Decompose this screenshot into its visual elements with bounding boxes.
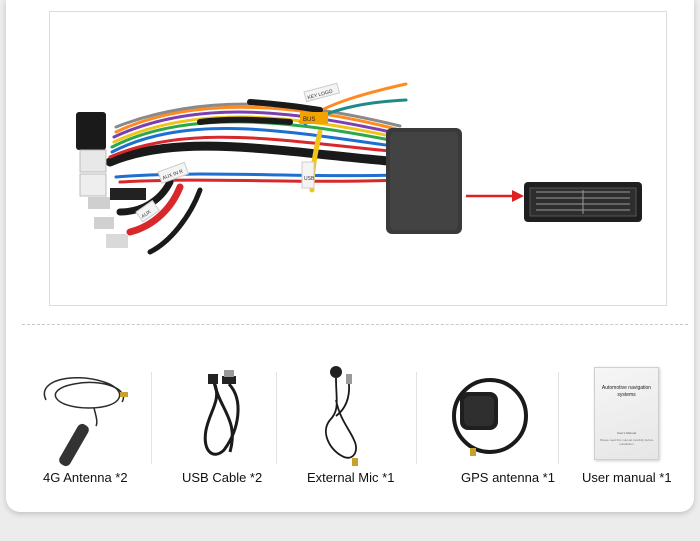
harness-tag-usb: USB <box>304 176 315 182</box>
gps-antenna-icon <box>452 378 528 456</box>
manual-fine-print: Please read this manual carefully before… <box>599 438 654 446</box>
wiring-harness-illustration: KEY LOGO BUS AUX IN R USB AUX <box>76 82 642 255</box>
harness-tag-bus: BUS <box>303 117 315 123</box>
manual-title: Automotive navigation systems <box>601 385 652 398</box>
label-user-manual: User manual *1 <box>582 470 672 485</box>
harness-tag-aux2: AUX <box>141 209 153 220</box>
label-gps-antenna: GPS antenna *1 <box>461 470 555 485</box>
product-card: KEY LOGO BUS AUX IN R USB AUX <box>6 0 694 512</box>
label-4g-antenna: 4G Antenna *2 <box>43 470 128 485</box>
accessory-external-mic <box>310 360 380 480</box>
section-divider <box>22 324 688 325</box>
accessory-gps-antenna <box>442 360 542 480</box>
separator <box>151 372 152 464</box>
separator <box>558 372 559 464</box>
wiring-harness-photo: KEY LOGO BUS AUX IN R USB AUX <box>49 11 667 306</box>
accessory-4g-antenna <box>34 360 144 480</box>
accessory-usb-cable <box>184 360 264 480</box>
microphone-icon <box>325 366 358 466</box>
label-usb-cable: USB Cable *2 <box>182 470 263 485</box>
usb-cable-icon <box>203 370 240 456</box>
separator <box>416 372 417 464</box>
separator <box>276 372 277 464</box>
label-external-mic: External Mic *1 <box>307 470 395 485</box>
red-arrow-icon <box>512 190 524 202</box>
manual-subtitle: User's Manual <box>616 431 637 435</box>
manual-icon: Automotive navigation systems User's Man… <box>594 367 659 460</box>
4g-antenna-icon <box>43 376 128 467</box>
